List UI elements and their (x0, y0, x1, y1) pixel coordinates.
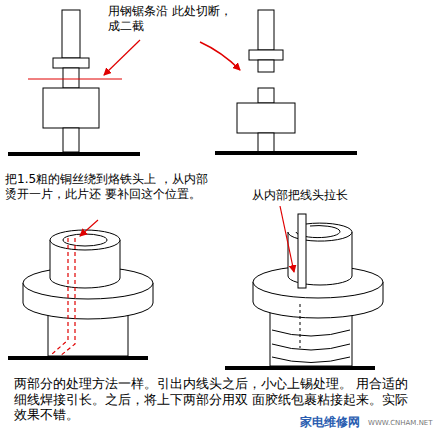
ground-line (225, 366, 375, 370)
ground-line (8, 356, 148, 360)
cut-line (28, 79, 122, 80)
leader-arrow (280, 206, 294, 272)
direction-arrow (200, 42, 240, 70)
instruction-note: 把1.5粗的铜丝绕到烙铁头上 ，从内部烫开一片，此片还 要补回这个位置。 (5, 172, 210, 202)
watermark: WWW.CNHAM.NET (368, 419, 434, 428)
cut-mark (52, 238, 75, 356)
cylinder-part (23, 230, 153, 356)
ground-line (8, 152, 140, 156)
opened-part (253, 214, 383, 366)
dash-line (300, 304, 301, 348)
leader-arrow (80, 220, 98, 236)
iron-part-whole (43, 10, 99, 152)
leader-arrow (104, 40, 140, 75)
instruction-note: 从内部把线头拉长 (252, 188, 382, 203)
ground-line (215, 151, 357, 155)
wire-coil (272, 330, 350, 363)
instruction-note: 用钢锯条沿 此处切断，成二截 (108, 4, 238, 34)
iron-part-cut (237, 10, 295, 152)
